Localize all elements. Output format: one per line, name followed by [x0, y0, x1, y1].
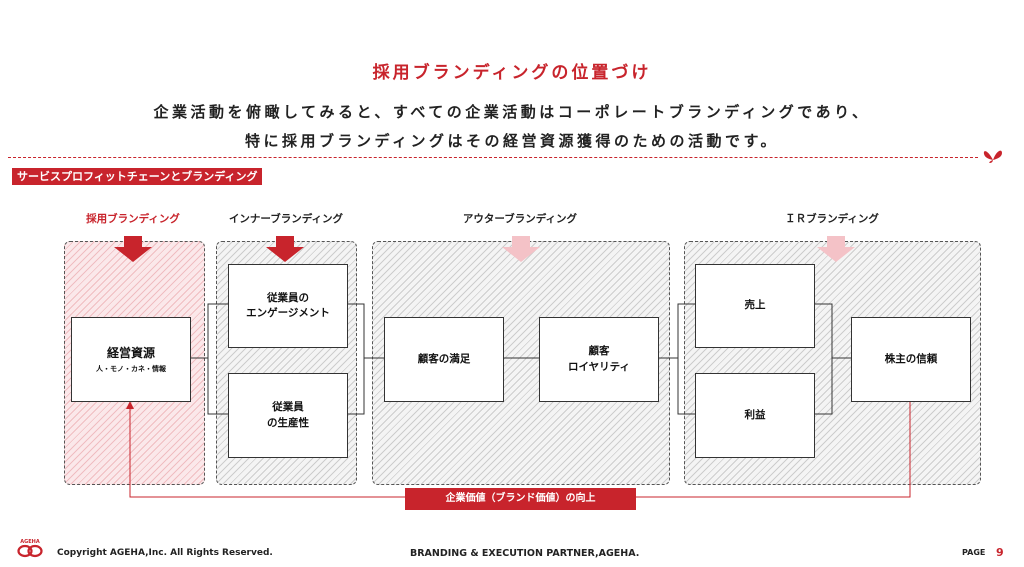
box-employee-engagement: 従業員の エンゲージメント	[228, 264, 348, 348]
box-line: 利益	[744, 408, 766, 421]
down-arrow-icon	[817, 236, 855, 262]
box-line: ロイヤリティ	[567, 360, 631, 373]
down-arrow-icon	[502, 236, 540, 262]
box-shareholder-trust: 株主の信頼	[851, 317, 971, 402]
down-arrow-icon	[114, 236, 152, 262]
footer-tagline: BRANDING & EXECUTION PARTNER,AGEHA.	[410, 548, 640, 559]
box-employee-productivity: 従業員 の生産性	[228, 373, 348, 458]
page-number: 9	[996, 546, 1004, 559]
ageha-logo-icon: AGEHA	[17, 539, 43, 558]
box-customer-loyalty: 顧客 ロイヤリティ	[539, 317, 659, 402]
box-line: 従業員の	[267, 291, 309, 304]
box-line: の生産性	[267, 416, 309, 429]
box-line: 顧客	[588, 345, 610, 358]
column-title-outer: アウターブランディング	[462, 213, 578, 225]
section-label: サービスプロフィットチェーンとブランディング	[12, 168, 263, 185]
column-title-inner: インナーブランディング	[228, 213, 344, 225]
box-title: 経営資源	[106, 345, 155, 360]
page-label: PAGE	[962, 548, 986, 557]
header-divider	[8, 157, 978, 158]
slide-subtitle-line2: 特に採用ブランディングはその経営資源獲得のための活動です。	[245, 132, 779, 150]
box-management-resources: 経営資源 人・モノ・カネ・情報	[71, 317, 191, 402]
box-profit: 利益	[695, 373, 815, 458]
box-customer-satisfaction: 顧客の満足	[384, 317, 504, 402]
box-line: 株主の信頼	[884, 352, 938, 365]
svg-text:AGEHA: AGEHA	[20, 539, 40, 545]
slide-title: 採用ブランディングの位置づけ	[372, 63, 652, 83]
box-line: 従業員	[272, 401, 304, 414]
box-sales: 売上	[695, 264, 815, 348]
column-title-recruit: 採用ブランディング	[86, 213, 180, 225]
column-title-ir: ＩＲブランディング	[785, 213, 879, 225]
footer-copyright: Copyright AGEHA,Inc. All Rights Reserved…	[57, 548, 273, 558]
slide-subtitle-line1: 企業活動を俯瞰してみると、すべての企業活動はコーポレートブランディングであり、	[153, 103, 871, 121]
box-line: 売上	[744, 299, 766, 312]
box-line: 顧客の満足	[417, 352, 471, 365]
down-arrow-icon	[266, 236, 304, 262]
corporate-value-banner: 企業価値（ブランド価値）の向上	[405, 488, 636, 510]
butterfly-icon	[983, 150, 1002, 163]
box-subtext: 人・モノ・カネ・情報	[96, 365, 166, 374]
box-line: エンゲージメント	[246, 307, 330, 319]
